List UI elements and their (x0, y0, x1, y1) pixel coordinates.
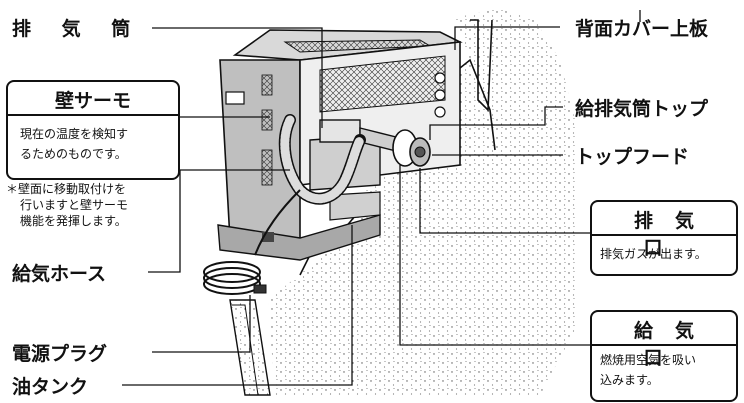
note-line-3: 機能を発揮します。 (20, 214, 127, 228)
exhaust-pipe-assembly (319, 119, 431, 167)
label-exhaust-pipe: 排 気 筒 (12, 18, 143, 40)
label-supply-hose: 給気ホース (12, 263, 107, 285)
wall-thermo-divider (8, 114, 178, 116)
wall-thermo-desc-2: るためのものです。 (20, 147, 127, 161)
note-line-1: ＊壁面に移動取付けを (6, 182, 127, 196)
label-pipe-top: 給排気筒トップ (575, 98, 709, 120)
exhaust-port-desc: 排気ガスが出ます。 (600, 247, 707, 261)
wall-thermo-title: 壁サーモ (54, 90, 131, 112)
label-top-hood: トップフード (575, 146, 690, 168)
exhaust-port-divider (592, 234, 736, 236)
exhaust-port-box: 排気口 排気ガスが出ます。 (590, 200, 738, 276)
exhaust-port-title: 排気口 (633, 210, 716, 259)
label-oil-tank: 油タンク (12, 376, 89, 398)
intake-port-desc-2: 込みます。 (600, 373, 659, 387)
supply-hose (278, 114, 366, 205)
power-cord (203, 189, 301, 295)
wall-thermo-box: 壁サーモ 現在の温度を検知す るためのものです。 (6, 80, 180, 180)
label-back-cover: 背面カバー上板 (575, 18, 709, 40)
note-line-2: 行いますと壁サーモ (20, 198, 129, 212)
intake-port-desc-1: 燃焼用空気を吸い (600, 353, 697, 367)
intake-port-divider (592, 344, 736, 346)
leader-lines (122, 10, 641, 386)
intake-port-title: 給気口 (633, 320, 716, 369)
label-power-plug: 電源プラグ (12, 343, 108, 365)
wall-thermo-desc-1: 現在の温度を検知す (20, 127, 129, 141)
intake-port-box: 給気口 燃焼用空気を吸い 込みます。 (590, 310, 738, 402)
